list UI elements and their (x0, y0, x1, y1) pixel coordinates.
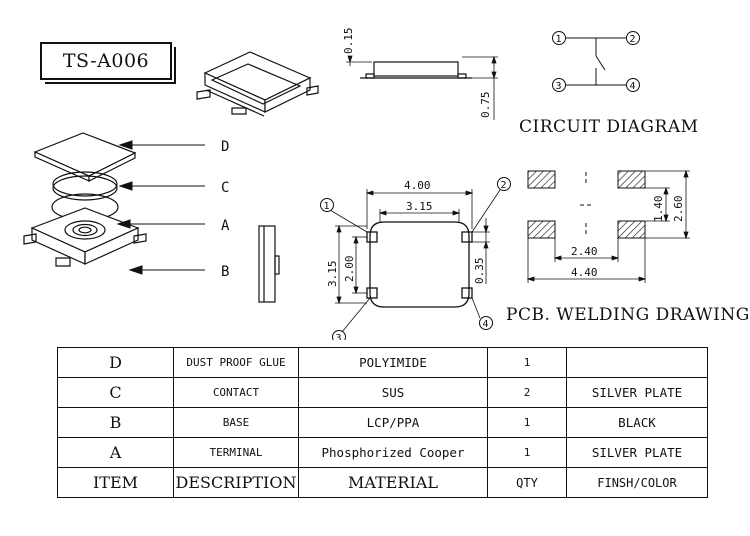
dim-body-width: 4.00 (404, 179, 431, 192)
pin-marker-1: 1 (324, 201, 330, 212)
bom-finish (566, 347, 708, 378)
exploded-view (23, 132, 147, 267)
bom-item: D (57, 347, 174, 378)
circuit-diagram (552, 31, 640, 92)
isometric-view (196, 51, 319, 117)
column-header-item: ITEM (57, 467, 174, 498)
table-row: A TERMINAL Phosphorized Cooper 1 SILVER … (57, 437, 708, 468)
bom-finish: SILVER PLATE (566, 437, 708, 468)
callout-label-b: B (221, 264, 229, 280)
dim-body-height: 3.15 (326, 261, 339, 288)
circuit-pin-2: 2 (630, 34, 636, 45)
top-view-dimensions (329, 189, 501, 333)
bom-description: BASE (173, 407, 299, 438)
table-row: B BASE LCP/PPA 1 BLACK (57, 407, 708, 438)
dim-side-height: 0.75 (479, 92, 492, 119)
bom-description: TERMINAL (173, 437, 299, 468)
column-header-qty: QTY (487, 467, 567, 498)
dim-pad-inner-h: 1.40 (652, 196, 665, 223)
dim-pad-inner-w: 2.40 (571, 245, 598, 258)
dim-cap-width: 3.15 (406, 200, 433, 213)
profile-dimensions (346, 55, 498, 120)
bom-material: POLYIMIDE (298, 347, 488, 378)
pcb-footprint (527, 170, 646, 239)
pin-marker-2: 2 (501, 180, 507, 191)
circuit-pin-4: 4 (630, 81, 636, 92)
bom-qty: 1 (487, 407, 567, 438)
bom-material: Phosphorized Cooper (298, 437, 488, 468)
bom-description: DUST PROOF GLUE (173, 347, 299, 378)
model-number: TS-A006 (62, 50, 150, 72)
column-header-description: DESCRIPTION (173, 467, 299, 498)
pin-marker-3: 3 (336, 333, 342, 340)
bom-qty: 2 (487, 377, 567, 408)
callout-label-a: A (221, 218, 230, 234)
top-view (366, 221, 473, 308)
dim-pad-outer-h: 2.60 (672, 196, 685, 223)
bom-item: A (57, 437, 174, 468)
bom-description: CONTACT (173, 377, 299, 408)
callout-label-c: C (221, 180, 229, 196)
pcb-drawing-caption: PCB. WELDING DRAWING (506, 305, 750, 325)
dim-pad-outer-w: 4.40 (571, 266, 598, 279)
pin-marker-4: 4 (483, 319, 489, 330)
bom-material: LCP/PPA (298, 407, 488, 438)
pin-markers (320, 177, 511, 340)
technical-drawing: D C A B 0.15 0.75 1 2 3 4 (23, 28, 690, 340)
bom-item: B (57, 407, 174, 438)
profile-view (360, 61, 472, 79)
circuit-pin-1: 1 (556, 34, 562, 45)
circuit-diagram-caption: CIRCUIT DIAGRAM (519, 117, 699, 137)
circuit-pin-3: 3 (556, 81, 562, 92)
edge-view (258, 225, 280, 303)
table-row: D DUST PROOF GLUE POLYIMIDE 1 (57, 347, 708, 378)
dim-pin-span: 2.00 (343, 256, 356, 283)
callout-arrows (116, 140, 205, 275)
dim-side-top: 0.15 (342, 28, 355, 55)
table-header-row: ITEM DESCRIPTION MATERIAL QTY FINSH/COLO… (57, 467, 708, 498)
bom-qty: 1 (487, 437, 567, 468)
bill-of-materials: D DUST PROOF GLUE POLYIMIDE 1 C CONTACT … (57, 347, 708, 498)
bom-qty: 1 (487, 347, 567, 378)
pcb-dimensions (526, 169, 690, 283)
column-header-finish: FINSH/COLOR (566, 467, 708, 498)
table-row: C CONTACT SUS 2 SILVER PLATE (57, 377, 708, 408)
bom-item: C (57, 377, 174, 408)
bom-finish: SILVER PLATE (566, 377, 708, 408)
column-header-material: MATERIAL (298, 467, 488, 498)
bom-material: SUS (298, 377, 488, 408)
dim-pin-width: 0.35 (473, 258, 486, 285)
bom-finish: BLACK (566, 407, 708, 438)
callout-label-d: D (221, 139, 229, 155)
